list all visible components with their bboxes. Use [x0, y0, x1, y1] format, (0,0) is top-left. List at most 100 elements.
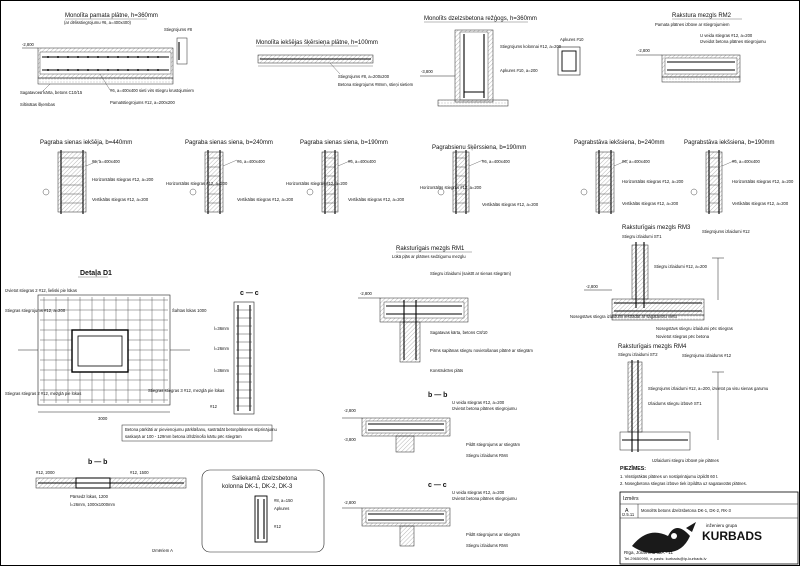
pamata-note-3: #6, a=400x400 sieti virs stiegru krustoj… [110, 88, 194, 93]
note-line-2: saskaņā ar 100 - 129mm betona izlīdzinoš… [125, 434, 242, 439]
rezgs-note-3: Apkures #10, a=200 [500, 68, 538, 73]
bb-note-3: Pildīt stiegrojums ar stiegrām [466, 442, 521, 447]
title-block: Izmērs A Monolīts betons dzelzsbetona DK… [619, 491, 799, 565]
wall-190c-note-2: Horizontālās stiegras #12, a=200 [732, 179, 794, 184]
notes-title: PIEZĪMES: [620, 465, 646, 472]
cc2-note-1: U veida stiegras #12, a=200 [452, 490, 505, 495]
wall-240-note-1: #6, a=400x400 [237, 159, 265, 164]
wall-190c-note-3: Vertikālās stiegras #12, a=200 [732, 201, 789, 206]
wall-190b-note-1: #6, a=400x400 [482, 159, 510, 164]
rm3-dim-left: -2,800 [586, 284, 599, 289]
detail-pamata-plate: Monolīta pamata plātne, h=360mm (ar dēli… [20, 13, 194, 107]
cc-note-3: l=36mm [214, 368, 230, 373]
kolonna-note-2: Apkures [274, 506, 289, 511]
cc2-dim-1: -2,800 [344, 500, 357, 505]
rm3-title: Raksturīgais mezgls RM3 [622, 225, 691, 231]
ieksejas-note-2: Betona stiegrojums #8mm, stieņi sietiem [338, 82, 414, 87]
company-top: inženieru grupa [706, 523, 738, 528]
rm4-note-1: Stiegrojums izlaidumi #12, a=200, izviet… [648, 386, 769, 391]
detail-d1: Detaļa D1 3000 Izvietot stiegras 2 #12, … [5, 270, 224, 421]
rm1-note-3: Pirms saplānas stiegru novietošanas plāt… [430, 348, 533, 353]
wall-240b-note-2: Horizontālās stiegras #12, a=200 [622, 179, 684, 184]
pamata-plate-title: Monolīta pamata plātne, h=360mm [65, 13, 158, 19]
pamata-note-1: Sagatavoes kārta, betons C10/15 [20, 90, 83, 95]
detail-c-c-bottom: c — c U veida stiegras #12, a=200 Izviet… [342, 482, 521, 548]
d1-note-5: Šahtas lūkas 1000 [172, 308, 207, 313]
rm4-title: Raksturīgais mezgls RM4 [618, 344, 687, 350]
rm4-note-3: Uzlaidumi stiegru izbūvē pie plātnes [652, 458, 719, 463]
rm3-subtitle: Stiegru izlaidumi ST1 [622, 234, 662, 239]
wall-190a-note-2: Horizontālās stiegras #12, a=200 [286, 181, 348, 186]
wall-190b-note-2: Horizontālās stiegras #12, a=200 [420, 185, 482, 190]
ieksejas-note-1: Stiegrojums #8, a=200x200 [338, 74, 390, 79]
tabula-row-1: A [625, 508, 629, 514]
kolonna-note-3: #12 [274, 524, 282, 529]
tabula-row-2: Monolīts betons dzelzsbetona DK-1, DK-2,… [641, 508, 732, 513]
wall-190a-note-1: #6, a=400x400 [348, 159, 376, 164]
wall-240b-title: Pagrabstāva iekšsiena, b=240mm [574, 140, 665, 146]
pamata-stiegr-label: Stiegrojums #8 [164, 27, 193, 32]
small-stamp: Izmēriem A [152, 548, 173, 553]
wall-240-note-3: Vertikālās stiegras #12, a=200 [237, 197, 294, 202]
cc2-title: c — c [428, 482, 447, 489]
company-name: KURBADS [702, 529, 762, 543]
pamata-note-4: Pamatstiegrojums #12, a=200x200 [110, 100, 176, 105]
detail-rm4: Raksturīgais mezgls RM4 Stiegru izlaidum… [618, 344, 769, 463]
tabula-row-3: Iz.5.11 [622, 512, 635, 517]
detail-rm1: Raksturīgais mezgls RM1 Lūkā pļās ar plā… [358, 246, 533, 373]
kolonna-note-1: #8, a=150 [274, 498, 293, 503]
detail-rm2: Rakstura mezgls RM2 Pamata plātnes izbūv… [636, 13, 767, 83]
wall-190b-title: Pagrabsienu šķērssiena, b=190mm [432, 145, 526, 151]
wall-section-1 [42, 150, 101, 214]
wall-section-4 [437, 150, 484, 214]
wall-440-note-1: #6, a=400x400 [92, 159, 120, 164]
cc-note-2: l=26mm [214, 346, 230, 351]
rm1-title: Raksturīgais mezgls RM1 [396, 246, 465, 252]
detail-pamatne-rezgs: Monolīts dzelzsbetona režģogs, h=360mm -… [420, 15, 584, 107]
rm1-note-1: Stiegru izlaidumi (saistīt ar sienas sti… [430, 271, 512, 276]
cc2-note-3: Pildīt stiegrojums ar stiegrām [466, 532, 521, 537]
notes-block: PIEZĪMES: 1. Visstiprākās plātnes un nos… [620, 465, 747, 486]
bb-title: b — b [428, 392, 447, 399]
note-line-1: Betona pārklāti ar pievienojumu pārklāša… [125, 427, 277, 432]
wall-440-note-2: Vertikālās stiegras #12, a=200 [92, 197, 149, 202]
wall-section-3 [306, 150, 353, 214]
bb-small-note-1: Pārsedz lūkas, 1200 [70, 494, 109, 499]
wall-section-2 [189, 150, 238, 214]
d1-title: Detaļa D1 [80, 270, 112, 277]
bb-small-dim-2: #12, 1500 [130, 470, 149, 475]
pamata-dim-left: -2,800 [22, 42, 35, 47]
rm4-subtitle-2: Stiegrojuma izlaidums #12 [682, 353, 732, 358]
wall-section-6 [690, 150, 737, 214]
rezgs-note-2: Apkures #10 [560, 37, 584, 42]
wall-440-note-3: Horizontālās stiegras #12, a=200 [92, 177, 154, 182]
cc-title: c — c [240, 290, 259, 297]
d1-note-4: Stiegras stiegras 3 #12, mezglā pie lūka… [148, 388, 224, 393]
detail-b-b: b — b U veida stiegras #12, a=200 Izviet… [342, 392, 521, 458]
rm4-note-2: Izlaidums stiegru izbūvē ST1 [648, 401, 702, 406]
company-contact: Tel.29650990, e-pasts: kurbads@ip-kurbad… [624, 556, 707, 561]
detail-rm3: Raksturīgais mezgls RM3 Stiegru izlaidum… [570, 225, 750, 339]
rm2-subtitle: Pamata plātnes izbūve ar stiegrojumiem [655, 22, 730, 27]
d1-note-3: Stiegras stiegras 2 #12, mezglā pie lūka… [5, 391, 81, 396]
rm1-dim-left: -2,800 [360, 291, 373, 296]
detail-kolonna: Saliekamā dzelzsbetona kolonna DK-1, DK-… [201, 469, 325, 553]
notes-line-1: 1. Visstiprākās plātnes un nostiprinājum… [620, 474, 718, 479]
wall-190c-note-1: #6, a=400x400 [732, 159, 760, 164]
rm3-note-1: Stiegru izlaidumi #12, a=200 [654, 264, 708, 269]
rm1-note-2: Sagatavas kārta, betons C8/10 [430, 330, 488, 335]
rezgs-title: Monolīts dzelzsbetona režģogs, h=360mm [424, 15, 537, 22]
bb-small-note-2: l=26mm, 1000x1000mm [70, 502, 116, 507]
bb-dim-2: -3,800 [344, 437, 357, 442]
rm3-note-4: Novietot stiegras pēc betona [656, 334, 710, 339]
kolonna-title-2: kolonna DK-1, DK-2, DK-3 [222, 484, 293, 490]
wall-190a-note-3: Vertikālās stiegras #12, a=200 [348, 197, 405, 202]
rm3-note-3: Nosegstāvs stiegra izlaidumi iestrādāt a… [570, 314, 678, 319]
cc2-note-2: Izvietot betona plātnes stiegrojumu [452, 496, 517, 501]
rm2-title: Rakstura mezgls RM2 [672, 13, 732, 19]
detail-ieksejas-plate: Monolīta iekšējas šķērsieņa plātne, h=10… [256, 40, 414, 87]
cc-note-4: #12 [210, 404, 218, 409]
bb-dim-1: -2,800 [344, 408, 357, 413]
